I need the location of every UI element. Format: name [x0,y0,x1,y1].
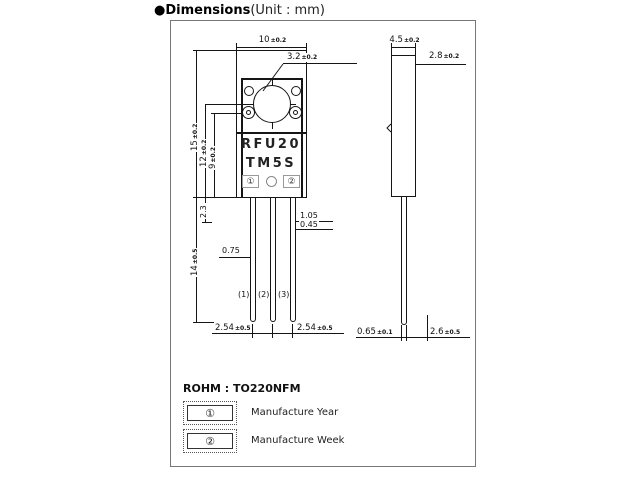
title-unit: (Unit : mm) [250,3,325,18]
legend-year-label: Manufacture Year [251,407,339,418]
side-body-outline [391,55,416,197]
dim-lead-offset: 2.6±0.5 [430,327,461,337]
dim-tick-side-left [391,43,392,55]
page-title: ●Dimensions(Unit : mm) [154,3,325,18]
legend-year-box: ① [183,401,237,425]
lead-width-leader [219,257,255,258]
dim-top-width: 10±0.2 [258,35,287,45]
marking-year-box: ① [242,175,259,188]
corner-hole-left [244,86,254,96]
legend-week-symbol: ② [187,433,233,449]
side-lead [401,197,407,325]
dim-line-total-thickness [391,47,416,48]
ext-line-body-top [193,50,236,51]
dim-tick-top-right [306,43,307,50]
side-bottom-dim-line [356,337,470,338]
corner-hole-right [291,86,301,96]
pitch-ext-2 [272,324,273,338]
ext-line-pin-mark [211,113,243,114]
marking-center-circle [266,176,277,187]
dim-line-top-width [236,47,307,48]
pitch-ext-3 [292,324,293,338]
lead-number-2: (2) [257,290,271,299]
hole-centerline-h [205,104,296,105]
dim-tick-side-right [415,43,416,55]
title-text: Dimensions [165,3,251,18]
lead-2 [270,198,276,322]
lead-3 [290,198,296,322]
dim-lead-width: 0.75 [221,246,242,256]
legend-year-symbol: ① [187,405,233,421]
legend-week-box: ② [183,429,237,453]
dim-body-thickness: 2.8±0.2 [428,51,461,61]
body-inner-line-left [241,78,243,198]
dim-lead-length: 14±0.5 [190,247,200,277]
ext-line-lead-tip [193,322,214,323]
marking-week-box: ② [283,175,300,188]
lead-thin-leader [295,229,333,230]
mounting-hole [253,85,291,123]
side-lead-ext-left [401,325,402,341]
body-thickness-leader [415,64,466,65]
side-lead-ext-right [406,325,407,341]
lead-1 [250,198,256,322]
dim-pitch-right: 2.54±0.5 [297,323,333,333]
marking-lot-code: TM5S [245,156,297,171]
bullet-icon: ● [154,3,166,18]
marking-week-symbol: ② [287,177,296,187]
body-mid-line [236,132,307,134]
dim-lead-thin: 0.45 [299,220,319,229]
dim-height-9: 9±0.2 [208,145,218,170]
dim-tick-top-left [236,43,237,50]
dim-lead-thickness: 0.65±0.1 [357,327,393,337]
dim-lead-wide: 1.05 [299,211,319,220]
dim-total-thickness: 4.5±0.2 [389,35,420,45]
lead-number-1: (1) [237,290,251,299]
pin-mark-right-inner [293,110,298,115]
marking-year-symbol: ① [246,177,255,187]
dim-shoulder: 2.3 [199,203,209,219]
marking-part-number: RFU20 [240,137,302,152]
ext-line-shoulder [202,222,212,223]
pitch-ext-1 [252,324,253,338]
dim-hole-dia: 3.2±0.2 [286,52,319,62]
dim-pitch-left: 2.54±0.5 [215,323,251,333]
side-offset-ext [427,315,428,341]
pitch-dim-line [212,333,344,334]
body-inner-line-right [301,78,303,198]
package-name: ROHM : TO220NFM [183,382,301,395]
hole-leader-line [283,63,357,64]
drawing-frame [170,20,476,467]
legend-week-label: Manufacture Week [251,435,345,446]
pin-mark-left-inner [246,110,251,115]
lead-number-3: (3) [277,290,291,299]
dim-height-15: 15±0.2 [190,122,200,152]
